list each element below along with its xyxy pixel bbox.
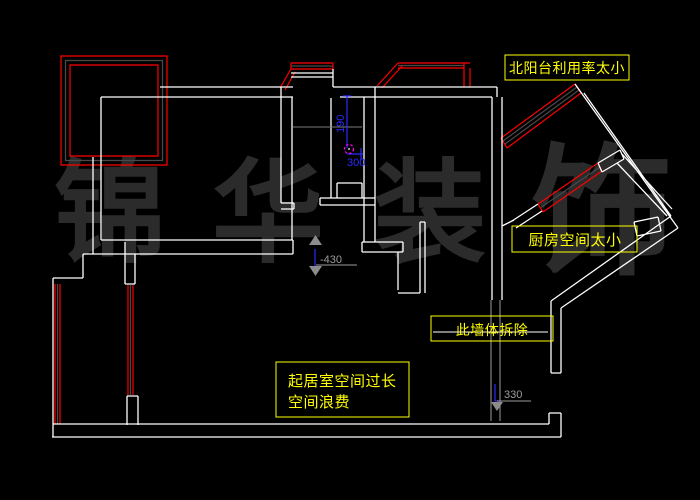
living-room-bottom-wall (52, 412, 562, 438)
note-demolish-text[interactable]: 此墙体拆除 (456, 322, 529, 338)
bathroom-walls (280, 69, 376, 242)
dim-door-level[interactable]: -430 (320, 254, 342, 266)
note-kitchen-text[interactable]: 厨房空间太小 (528, 232, 621, 249)
note-kitchen-box[interactable] (511, 225, 638, 253)
note-living-room[interactable]: 起居室空间过长 空间浪费 (275, 361, 410, 418)
axis-marker-dot (348, 148, 350, 150)
note-kitchen[interactable]: 厨房空间太小 (511, 225, 638, 253)
dimension-lines-gray (309, 235, 531, 411)
watermark-char-2: 华 (212, 148, 324, 279)
dimension-lines-blue (314, 95, 501, 402)
note-living-room-line1[interactable]: 起居室空间过长 (288, 373, 397, 390)
watermark-char-1: 锦 (54, 148, 166, 279)
blue-dim-paths (314, 95, 501, 402)
note-north-balcony[interactable]: 北阳台利用率太小 (504, 54, 630, 81)
bedroom2-walls (333, 86, 503, 300)
dim-bath-vertical[interactable]: 190 (335, 115, 347, 133)
bedroom1-walls (52, 86, 294, 437)
window-lines (54, 55, 603, 424)
note-living-room-line2[interactable]: 空间浪费 (288, 394, 350, 411)
hall-walls (397, 219, 515, 294)
kitchen-diagonal-walls (511, 83, 679, 374)
note-north-balcony-box[interactable] (504, 54, 630, 81)
watermark: 锦 华 装 饰 (54, 130, 673, 296)
dim-bath-horizontal[interactable]: 300 (347, 157, 365, 169)
dim-wall-offset[interactable]: 330 (504, 389, 522, 401)
watermark-char-3: 装 (374, 148, 486, 279)
note-living-room-box[interactable] (275, 361, 410, 418)
gray-dim-paths (316, 264, 531, 402)
note-north-balcony-text[interactable]: 北阳台利用率太小 (509, 60, 625, 76)
axis-marker-circle (343, 143, 355, 155)
note-demolish-wall[interactable]: 此墙体拆除 (430, 315, 554, 342)
watermark-char-4: 饰 (531, 130, 673, 296)
note-demolish-box[interactable] (430, 315, 554, 342)
window-center-lines (56, 59, 601, 424)
dimension-texts[interactable]: 190 300 -430 330 (320, 115, 522, 401)
